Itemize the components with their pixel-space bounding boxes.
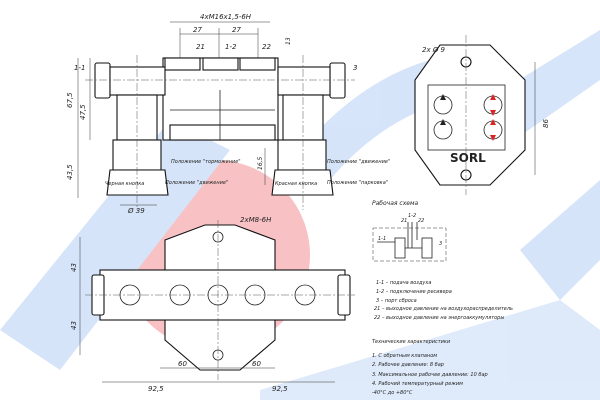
schema-port-3: 3 bbox=[439, 241, 442, 247]
port-label-1-2: 1-2 bbox=[225, 43, 237, 51]
dim-43-bottom: 43 bbox=[70, 321, 78, 330]
dim-67-5: 67,5 bbox=[66, 92, 74, 108]
legend-item: 21 – выходное давление на воздухораспред… bbox=[374, 306, 513, 312]
left-moving-position-label: Положение "движение" bbox=[165, 180, 228, 186]
thread-label-m16: 4xM16x1,5-6H bbox=[200, 13, 252, 21]
dim-13: 13 bbox=[285, 37, 292, 45]
left-knob-label: Черная кнопка bbox=[105, 181, 144, 187]
schema-port-22: 22 bbox=[418, 218, 424, 224]
legend-item: 22 – выходное давление на энергоаккумуля… bbox=[374, 315, 504, 321]
port-label-22: 22 bbox=[262, 43, 271, 51]
schema-port-1-1: 1-1 bbox=[378, 236, 386, 242]
schema-title: Рабочая схема bbox=[372, 200, 418, 207]
port-label-3: 3 bbox=[353, 64, 357, 72]
spec-item: 1. С обратным клапаном bbox=[372, 353, 437, 359]
side-view: SORL bbox=[414, 35, 536, 195]
dim-92-5-left: 92,5 bbox=[148, 385, 164, 393]
dim-60-right: 60 bbox=[252, 360, 261, 368]
spec-item: 3. Максимальное рабочее давление: 10 бар bbox=[372, 372, 488, 378]
thread-label-m8: 2xM8-6H bbox=[240, 216, 272, 224]
dim-27-right: 27 bbox=[232, 26, 241, 34]
dim-16-5: 16,5 bbox=[257, 156, 264, 170]
dim-92-5-right: 92,5 bbox=[272, 385, 288, 393]
watermark-stroke-l bbox=[520, 180, 600, 300]
legend-item: 3 – порт сброса bbox=[376, 298, 417, 304]
holes-label: 2x Ø 9 bbox=[422, 46, 446, 54]
port-label-1-1: 1-1 bbox=[74, 64, 85, 72]
schema-port-1-2: 1-2 bbox=[408, 213, 416, 219]
dim-86: 86 bbox=[542, 119, 550, 128]
dim-diameter-39: Ø 39 bbox=[127, 207, 145, 215]
watermark-stroke-s bbox=[0, 120, 230, 370]
watermark-swoosh bbox=[260, 300, 600, 400]
specs-title: Технические характеристики bbox=[372, 339, 451, 345]
bottom-view bbox=[79, 220, 355, 383]
legend-item: 1-2 – подключение ресивера bbox=[376, 289, 452, 295]
legend-item: 1-1 – подача воздуха bbox=[376, 280, 431, 286]
working-schema bbox=[372, 222, 447, 262]
schema-port-21: 21 bbox=[401, 218, 407, 224]
port-label-21: 21 bbox=[196, 43, 205, 51]
right-knob-label: Красная кнопка bbox=[275, 181, 317, 187]
front-view bbox=[77, 21, 355, 210]
spec-item: 4. Рабочий температурный режим bbox=[372, 381, 463, 387]
right-moving-position-label: Положение "движение" bbox=[327, 159, 390, 165]
specs-list: 1. С обратным клапаном 2. Рабочее давлен… bbox=[372, 353, 488, 396]
spec-item: -40°С до +80°С bbox=[372, 390, 413, 396]
schema-legend: 1-1 – подача воздуха 1-2 – подключение р… bbox=[374, 280, 513, 321]
left-braking-position-label: Положение "торможение" bbox=[171, 159, 241, 165]
dim-27-left: 27 bbox=[193, 26, 202, 34]
watermark-stroke-o bbox=[300, 60, 450, 180]
right-parking-position-label: Положение "парковка" bbox=[327, 180, 388, 186]
dim-43-top: 43 bbox=[70, 263, 78, 272]
spec-item: 2. Рабочее давление: 8 бар bbox=[372, 362, 444, 368]
dim-60-left: 60 bbox=[178, 360, 187, 368]
dim-43-5: 43,5 bbox=[66, 164, 74, 180]
dim-47-5: 47,5 bbox=[79, 104, 87, 120]
sorl-logo-on-part: SORL bbox=[450, 151, 486, 165]
